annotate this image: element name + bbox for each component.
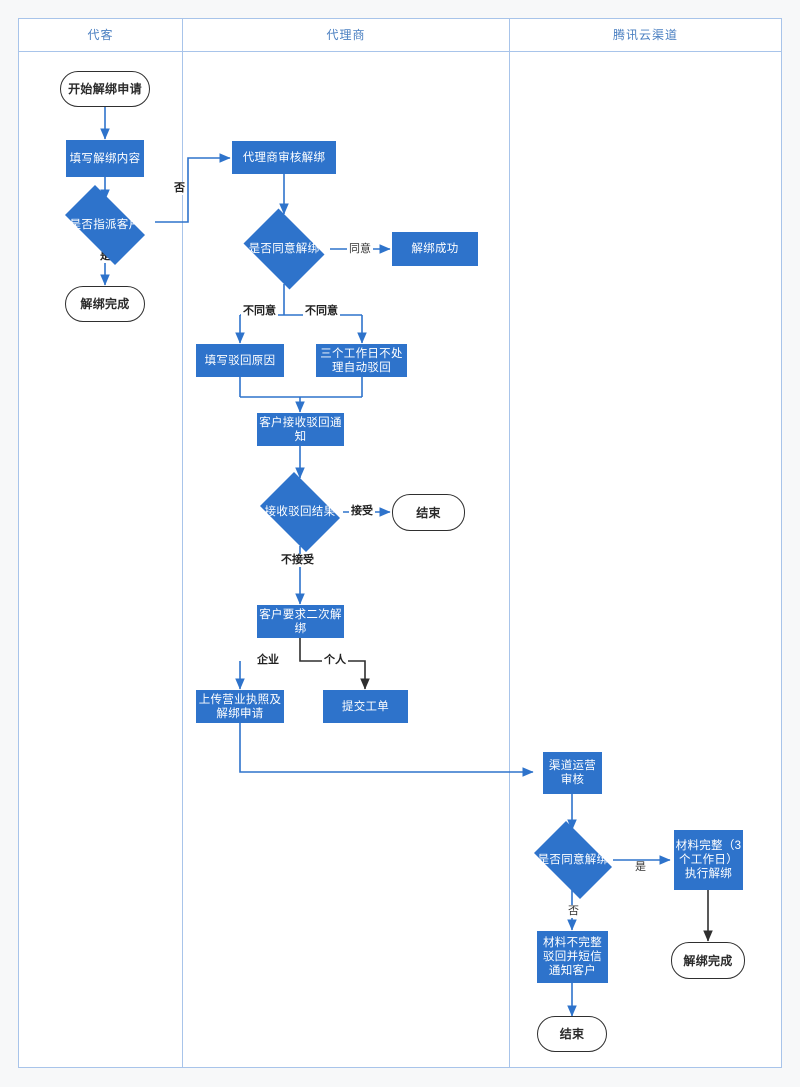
edge-label-no-assign: 否 — [172, 182, 187, 195]
edge-label-individual: 个人 — [322, 654, 348, 667]
node-decision-agree-unbind-agent[interactable]: 是否同意解绑 — [238, 208, 330, 290]
node-decision-assign-customer[interactable]: 是否指派客户 — [55, 185, 155, 265]
edge-label-not-accept: 不接受 — [279, 554, 316, 567]
lane-title-dailishang: 代理商 — [326, 28, 366, 42]
edge-label-enterprise: 企业 — [255, 654, 281, 667]
node-end-lane2[interactable]: 结束 — [392, 494, 465, 531]
node-customer-request-second-unbind[interactable]: 客户要求二次解绑 — [257, 605, 344, 638]
node-materials-incomplete-reject-sms[interactable]: 材料不完整驳回并短信通知客户 — [537, 931, 608, 983]
node-materials-complete-execute-unbind[interactable]: 材料完整（3个工作日）执行解绑 — [674, 830, 743, 890]
node-auto-reject-3-workdays[interactable]: 三个工作日不处理自动驳回 — [316, 344, 407, 377]
node-end-lane3[interactable]: 结束 — [537, 1016, 607, 1052]
node-upload-license-and-application[interactable]: 上传营业执照及解绑申请 — [196, 690, 284, 723]
node-agent-review-unbind[interactable]: 代理商审核解绑 — [232, 141, 336, 174]
edge-label-disagree-left: 不同意 — [241, 305, 278, 318]
node-customer-receive-reject-notice[interactable]: 客户接收驳回通知 — [257, 413, 344, 446]
edge-label-agree: 同意 — [347, 243, 373, 256]
lane-divider-2 — [509, 19, 510, 1067]
node-unbind-complete-lane3[interactable]: 解绑完成 — [671, 942, 745, 979]
node-fill-reject-reason[interactable]: 填写驳回原因 — [196, 344, 284, 377]
node-decision-agree-unbind-channel[interactable]: 是否同意解绑 — [527, 821, 619, 899]
lane-header-divider — [19, 51, 781, 52]
swimlane-frame: 代客 代理商 腾讯云渠道 — [18, 18, 782, 1068]
lane-title-tencent: 腾讯云渠道 — [612, 28, 678, 42]
edge-label-accept: 接受 — [349, 505, 375, 518]
node-unbind-complete-lane1[interactable]: 解绑完成 — [65, 286, 145, 322]
node-unbind-success[interactable]: 解绑成功 — [392, 232, 478, 266]
lane-title-daike: 代客 — [87, 28, 114, 42]
node-channel-operation-review[interactable]: 渠道运营审核 — [543, 752, 602, 794]
edge-label-disagree-right: 不同意 — [303, 305, 340, 318]
node-decision-receive-reject-result[interactable]: 接收驳回结果 — [254, 472, 346, 552]
lane-divider-1 — [182, 19, 183, 1067]
node-fill-unbind-content[interactable]: 填写解绑内容 — [66, 140, 144, 177]
node-submit-ticket[interactable]: 提交工单 — [323, 690, 408, 723]
edge-label-no-channel: 否 — [566, 905, 581, 918]
edge-label-yes-channel: 是 — [633, 861, 648, 874]
node-start-unbind-application[interactable]: 开始解绑申请 — [60, 71, 150, 107]
